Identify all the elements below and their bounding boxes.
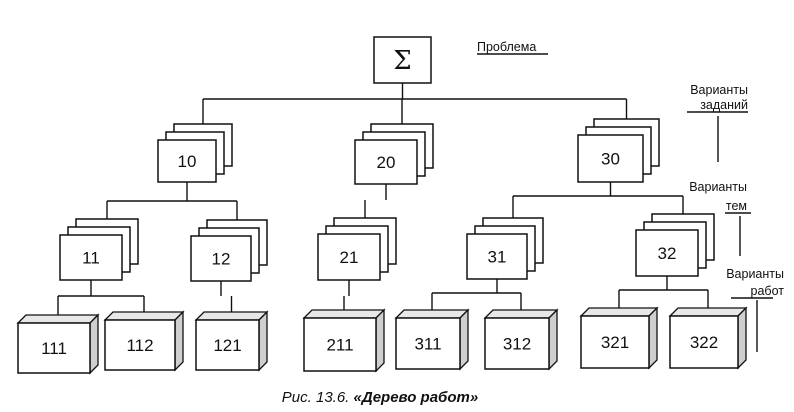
cube-front-321	[580, 315, 650, 369]
node-20: 20	[354, 123, 434, 185]
root-note: Проблема	[477, 40, 536, 54]
annotation-level3-line2: работ	[751, 284, 785, 298]
sheet-front-32	[635, 229, 699, 277]
node-30: 30	[577, 118, 660, 183]
cube-side-322	[737, 306, 747, 370]
node-label-211: 211	[326, 336, 353, 355]
node-12: 12	[190, 219, 268, 282]
node-label-30: 30	[601, 150, 620, 169]
cube-front-211	[303, 317, 377, 372]
node-21: 21	[317, 217, 397, 281]
cube-front-311	[395, 317, 461, 370]
cube-side-311	[459, 308, 469, 371]
tree-nodes: Σ 10 20 30 11 12 21 31 32 111 112 121 211 311 312 321 32…	[16, 36, 748, 375]
annotation-level2-line1: Варианты	[689, 180, 747, 194]
node-label-312: 312	[503, 335, 531, 354]
cube-front-322	[669, 315, 739, 369]
sheet-front-20	[354, 139, 418, 185]
annotation-level3-line1: Варианты	[726, 267, 784, 281]
root-label: Σ	[393, 46, 411, 76]
node-112: 112	[103, 310, 185, 372]
annotation-level1-line1: Варианты	[690, 83, 748, 97]
cube-side-112	[174, 310, 184, 372]
cube-top-322	[668, 307, 748, 317]
sheet-front-11	[59, 234, 123, 281]
cube-top-311	[394, 309, 470, 319]
node-312: 312	[483, 308, 559, 371]
cube-front-112	[104, 319, 176, 371]
node-label-11: 11	[82, 249, 100, 268]
cube-top-112	[103, 311, 185, 321]
node-label-322: 322	[690, 333, 718, 352]
node-label-31: 31	[488, 248, 507, 267]
node-11: 11	[59, 218, 139, 281]
annotation-level1-line2: заданий	[700, 98, 748, 112]
node-31: 31	[466, 217, 544, 280]
node-211: 211	[302, 308, 386, 373]
cube-top-121	[194, 311, 269, 321]
cube-top-321	[579, 307, 659, 317]
cube-front-312	[484, 317, 550, 370]
cube-top-312	[483, 309, 559, 319]
cube-front-111	[17, 322, 91, 374]
root-box	[373, 36, 432, 84]
node-121: 121	[194, 310, 269, 372]
cube-side-211	[375, 308, 385, 373]
node-label-121: 121	[213, 336, 241, 355]
sheet-front-31	[466, 233, 528, 280]
sheet-front-12	[190, 235, 252, 282]
node-321: 321	[579, 306, 659, 370]
cube-front-121	[195, 319, 260, 371]
node-label-32: 32	[658, 244, 677, 263]
node-label-21: 21	[340, 248, 359, 267]
annotation-level2-line2: тем	[726, 199, 747, 213]
node-root: Σ	[373, 36, 432, 84]
caption-prefix: Рис. 13.6.	[282, 389, 354, 406]
tree-connectors	[57, 83, 709, 315]
node-322: 322	[668, 306, 748, 370]
cube-top-211	[302, 309, 386, 319]
cube-side-312	[548, 308, 558, 371]
sheet-front-10	[157, 139, 217, 183]
figure-caption: Рис. 13.6. «Дерево работ»	[282, 389, 478, 406]
node-label-10: 10	[178, 152, 197, 171]
node-311: 311	[394, 308, 470, 371]
sheet-front-21	[317, 233, 381, 281]
cube-top-111	[16, 314, 100, 324]
caption-title: «Дерево работ»	[354, 389, 479, 406]
node-32: 32	[635, 213, 715, 277]
node-111: 111	[16, 313, 100, 375]
node-label-12: 12	[212, 250, 231, 269]
node-label-111: 111	[41, 339, 67, 358]
node-10: 10	[157, 123, 233, 183]
cube-side-111	[89, 313, 99, 375]
cube-side-321	[648, 306, 658, 370]
cube-side-121	[258, 310, 268, 372]
node-label-311: 311	[414, 335, 441, 354]
node-label-321: 321	[601, 333, 629, 352]
sheet-front-30	[577, 134, 644, 183]
node-label-20: 20	[377, 153, 396, 172]
node-label-112: 112	[126, 336, 153, 355]
